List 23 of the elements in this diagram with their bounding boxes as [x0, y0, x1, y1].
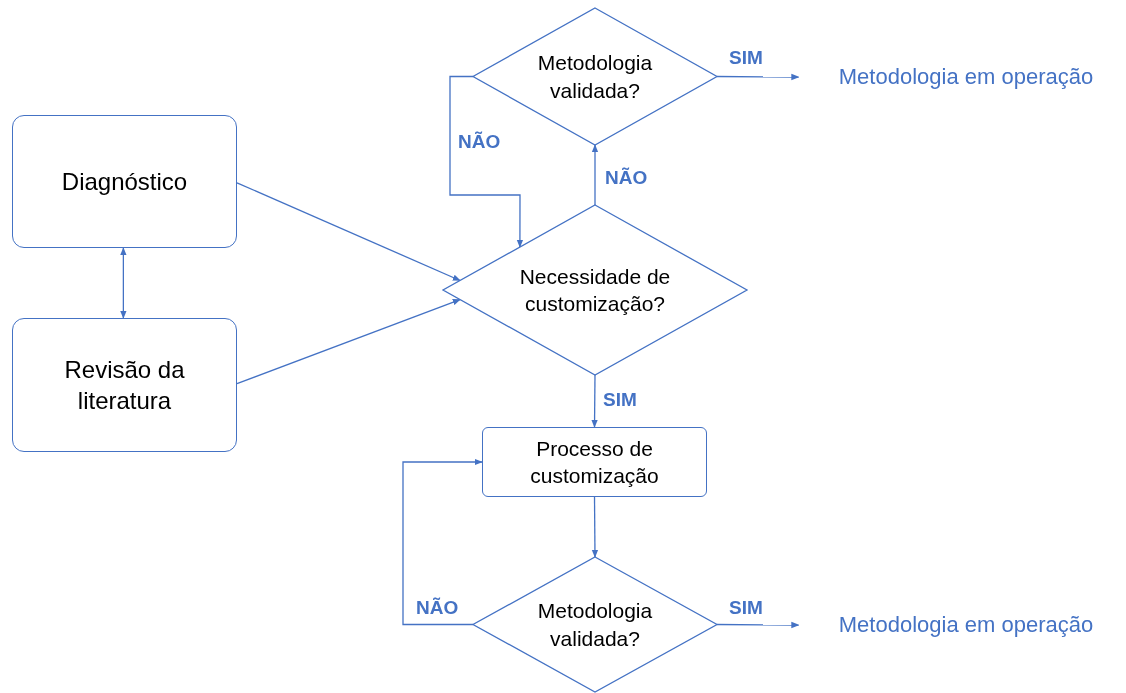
arrow	[402, 458, 483, 626]
outcome-label: Metodologia em operação	[838, 610, 1094, 639]
arrow	[716, 73, 800, 81]
decision-diamond	[473, 557, 717, 692]
arrow	[236, 182, 461, 282]
node-label: Processo de customização	[529, 435, 660, 489]
arrow	[120, 247, 127, 319]
node-label: Metodologia validada?	[536, 598, 654, 652]
arrow	[591, 144, 599, 206]
node-label: Metodologia validada?	[536, 50, 654, 104]
node-label: Diagnóstico	[60, 166, 189, 197]
arrow	[591, 496, 599, 558]
arrow	[236, 298, 461, 385]
node-label: Necessidade de customização?	[518, 263, 672, 317]
outcome-label: Metodologia em operação	[838, 62, 1094, 91]
arrow	[449, 75, 524, 248]
arrow	[591, 374, 598, 428]
process-box	[12, 318, 237, 452]
arrow	[716, 621, 800, 629]
decision-diamond	[443, 205, 747, 375]
process-box	[12, 115, 237, 248]
node-label: Revisão da literatura	[63, 354, 186, 416]
process-box	[482, 427, 707, 497]
